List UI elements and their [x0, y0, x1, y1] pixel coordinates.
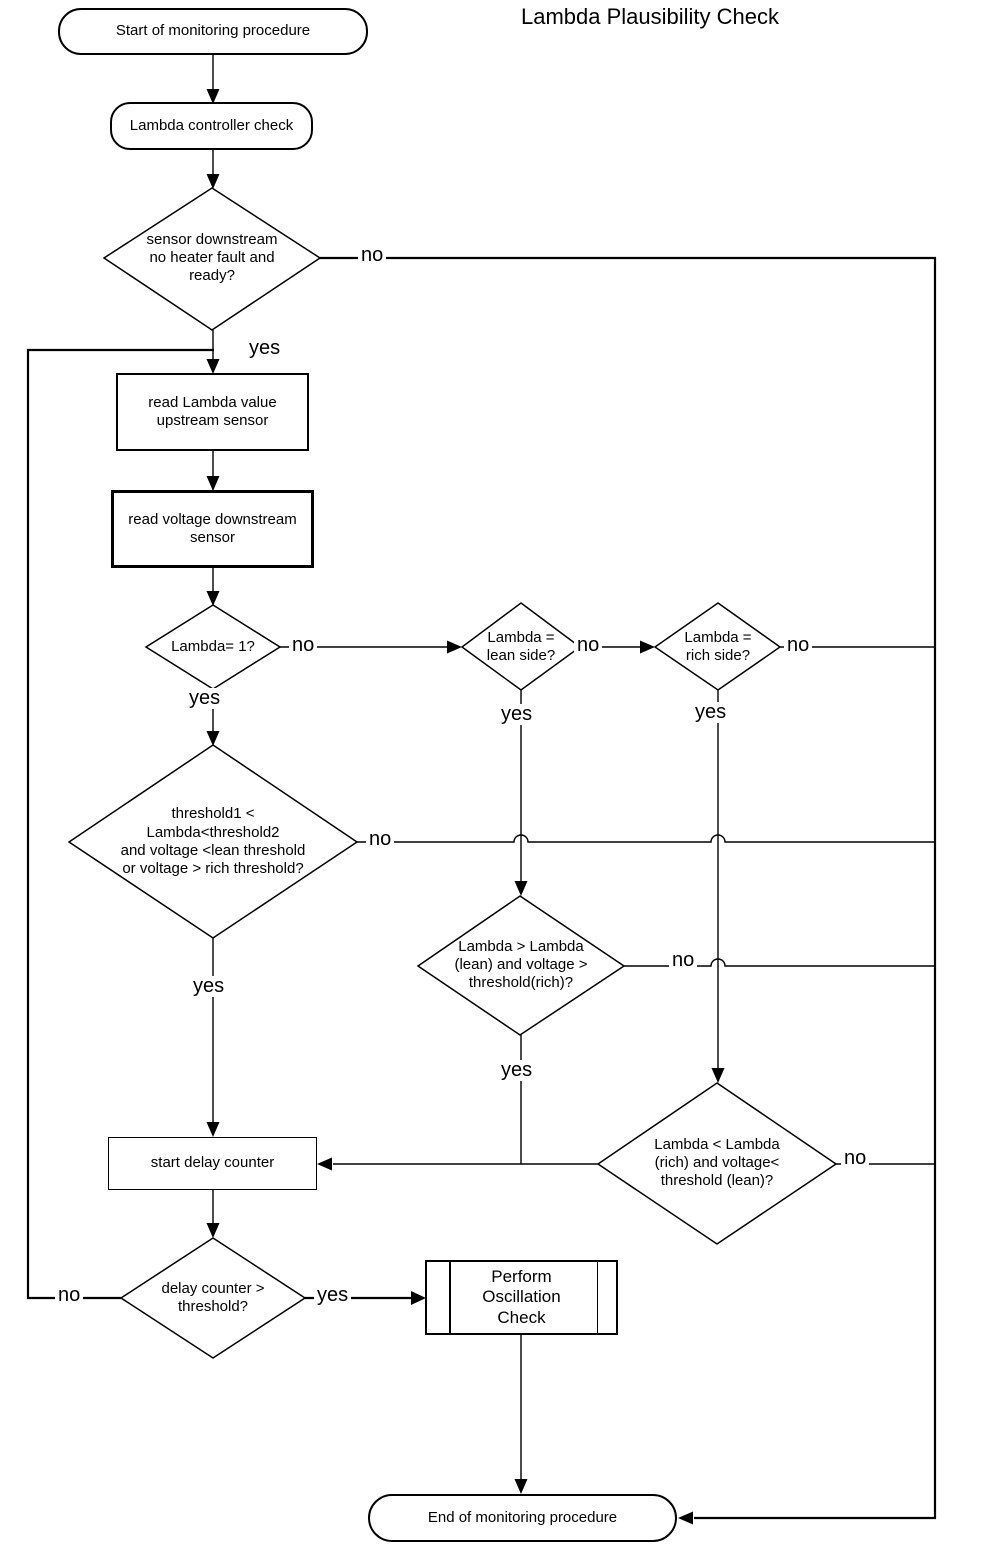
rich-side-label: Lambda = rich side?: [684, 628, 752, 664]
sensor-ready-diamond: [102, 187, 322, 331]
edge-label-lambda-one-yes: yes: [186, 688, 224, 709]
delay-counter-diamond: [119, 1237, 307, 1359]
read-lambda-value-process: read Lambda value upstream sensor: [116, 373, 309, 451]
start-node: Start of monitoring procedure: [58, 8, 368, 55]
edge-label-lambda-gt-no: no: [669, 950, 698, 971]
lambda-greater-diamond: [416, 895, 626, 1036]
lambda-less-label: Lambda < Lambda (rich) and voltage< thre…: [654, 1135, 780, 1190]
threshold-window-diamond: [67, 744, 359, 939]
rich-side-diamond: [653, 602, 782, 691]
edge-label-threshold-yes: yes: [190, 976, 228, 997]
diagram-title: Lambda Plausibility Check: [521, 4, 780, 29]
lean-side-label: Lambda = lean side?: [486, 628, 556, 664]
lambda-equals-one-label: Lambda= 1?: [171, 637, 255, 655]
edge-label-lambda-lt-no: no: [841, 1148, 870, 1169]
edge-label-threshold-no: no: [366, 829, 395, 850]
edge-label-rich-yes: yes: [692, 702, 730, 723]
decision-diamonds: [67, 187, 838, 1359]
sensor-ready-label: sensor downstream no heater fault and re…: [146, 230, 278, 285]
lambda-greater-label: Lambda > Lambda (lean) and voltage > thr…: [454, 937, 588, 992]
lean-side-diamond: [460, 602, 582, 691]
lambda-less-diamond: [596, 1082, 838, 1245]
subroutine-bar-right: [596, 1262, 598, 1333]
oscillation-check-label: Perform Oscillation Check: [482, 1267, 561, 1327]
delay-counter-label: delay counter > threshold?: [161, 1279, 265, 1315]
threshold-window-label: threshold1 < Lambda<threshold2 and volta…: [120, 805, 306, 878]
start-delay-counter-process: start delay counter: [108, 1137, 317, 1190]
subroutine-bar-left: [449, 1262, 451, 1333]
edge-label-delay-yes: yes: [314, 1285, 352, 1306]
oscillation-check-subroutine: Perform Oscillation Check: [425, 1260, 618, 1335]
edge-label-rich-no: no: [784, 635, 813, 656]
edge-label-lean-no: no: [574, 635, 603, 656]
edge-label-sensor-ready-yes: yes: [246, 338, 284, 359]
arrowheads: [206, 89, 725, 1525]
edge-label-delay-no: no: [55, 1285, 84, 1306]
edge-label-sensor-ready-no: no: [358, 245, 387, 266]
lambda-controller-check-node: Lambda controller check: [110, 102, 313, 150]
end-node: End of monitoring procedure: [368, 1494, 677, 1542]
edge-label-lean-yes: yes: [498, 704, 536, 725]
edge-label-lambda-gt-yes: yes: [498, 1060, 536, 1081]
edge-label-lambda-one-no: no: [289, 635, 318, 656]
read-voltage-process: read voltage downstream sensor: [111, 490, 314, 568]
